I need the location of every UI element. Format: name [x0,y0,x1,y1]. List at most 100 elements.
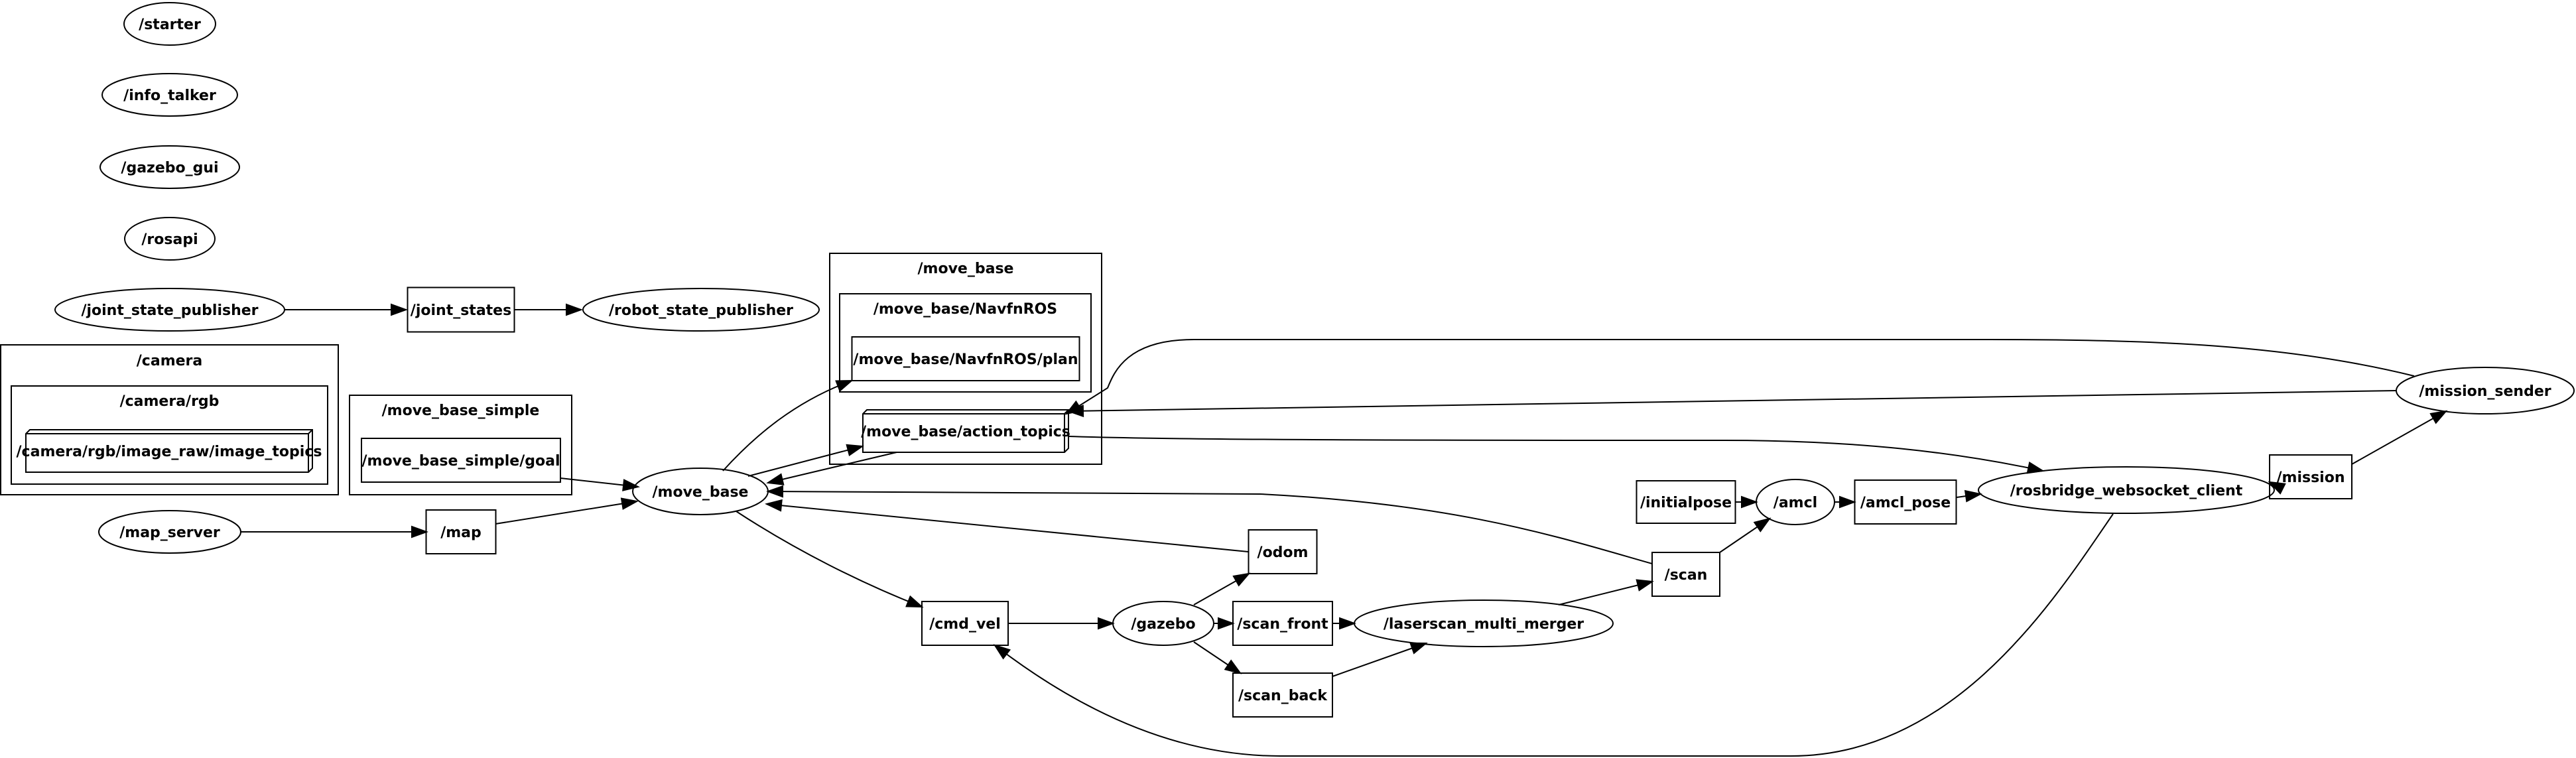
arrowhead [1066,405,1084,418]
node-laserscan-merger[interactable]: /laserscan_multi_merger [1354,600,1614,647]
arrowhead [835,379,854,393]
node-scan[interactable]: /scan [1651,552,1720,597]
node-box [407,286,515,333]
node-box [425,509,497,554]
node-label: /gazebo_gui [121,160,218,176]
node-mission-sender[interactable]: /mission_sender [2396,367,2575,414]
edge-action-topics-to-rosbridge [1068,436,2045,474]
node-mission[interactable]: /mission [2269,454,2352,499]
node-label: /starter [139,17,201,33]
edge-line [1068,390,2398,412]
edge-line [495,501,637,525]
cluster-label: /move_base/NavfnROS [873,301,1057,318]
node-box [1636,480,1736,524]
node-label: /scan [1665,567,1708,584]
node-label: /move_base/NavfnROS/plan [853,351,1078,368]
node-gazebo-gui[interactable]: /gazebo_gui [99,145,240,189]
node-rosapi[interactable]: /rosapi [124,217,216,261]
node-scan-front[interactable]: /scan_front [1232,601,1333,646]
arrowhead [1224,659,1242,674]
edge-line [767,491,1653,564]
edge-joint-states-to-robot-state-publisher [515,303,583,316]
node-amcl-pose[interactable]: /amcl_pose [1854,479,1957,525]
arrowhead [411,525,428,538]
edge-scan-to-amcl [1719,517,1771,553]
node-ellipse [2396,367,2575,414]
nodes-layer: /starter/info_talker/gazebo_gui/rosapi/j… [17,2,2575,718]
edge-line [722,380,852,472]
node-rosbridge[interactable]: /rosbridge_websocket_client [1978,466,2275,514]
cluster-frame [829,253,1102,465]
node-label: /rosbridge_websocket_client [2010,483,2243,499]
node-box [1232,601,1333,646]
node-move-base-node[interactable]: /move_base [632,468,769,515]
edge-line [736,511,923,607]
node-box [361,438,561,483]
node-ellipse [99,145,240,189]
node-label: /camera/rgb/image_raw/image_topics [17,444,322,460]
cluster-frame [839,293,1092,393]
node-ellipse [123,2,216,46]
node-amcl[interactable]: /amcl [1756,479,1835,525]
node-action-topics[interactable]: /move_base/action_topics [861,409,1070,453]
node-ellipse [98,510,241,554]
node-label: /move_base/action_topics [861,424,1070,440]
node-info-talker[interactable]: /info_talker [101,73,238,117]
edge-initialpose-to-amcl [1735,495,1758,509]
node-label: /scan_back [1238,688,1328,704]
node-ellipse [632,468,769,515]
node-joint-states[interactable]: /joint_states [407,286,515,333]
node-map[interactable]: /map [425,509,497,554]
arrowhead [620,497,639,510]
arrowhead [1636,579,1654,592]
node-label: /mission_sender [2419,383,2551,400]
node-box [1248,529,1318,574]
edge-line [994,513,2114,757]
edge-move-base-node-to-action-topics [747,444,864,477]
cluster-frame [0,344,339,495]
node-label: /scan_front [1237,616,1328,633]
node-box [1651,552,1720,597]
edge-line [1066,339,2415,414]
arrowhead [1741,495,1758,509]
edge-mission-to-mission-sender [2351,410,2448,465]
arrowhead [846,444,864,456]
edges-layer [241,303,2448,757]
edge-gazebo-to-scan-front [1214,617,1235,630]
node-label: /gazebo [1131,616,1195,633]
edge-rosbridge-to-action-topics [1066,390,2398,418]
node-label: /joint_states [411,302,511,319]
edge-line [766,503,1249,552]
edge-scan-to-move-base-node [766,485,1653,564]
node-gazebo[interactable]: /gazebo [1112,601,1214,646]
node-map-server[interactable]: /map_server [98,510,241,554]
node-simple-goal[interactable]: /move_base_simple/goal [361,438,561,483]
node-scan-back[interactable]: /scan_back [1232,672,1333,718]
arrowhead [1839,495,1856,509]
arrowhead [1964,489,1982,503]
node-robot-state-publisher[interactable]: /robot_state_publisher [582,288,820,332]
node-initialpose[interactable]: /initialpose [1636,480,1736,524]
node-box3d-edge [1064,409,1069,414]
node-image-topics[interactable]: /camera/rgb/image_raw/image_topics [17,429,322,473]
node-label: /initialpose [1640,495,1732,511]
edge-amcl-pose-to-rosbridge [1956,489,1982,503]
node-starter[interactable]: /starter [123,2,216,46]
arrowhead [566,303,583,316]
cluster-label: /camera/rgb [120,393,220,410]
node-box [1854,479,1957,525]
edge-line [1558,581,1653,605]
edge-line [1068,436,2043,472]
node-navfn-plan[interactable]: /move_base/NavfnROS/plan [851,336,1080,381]
edge-move-base-node-to-navfn-plan [722,379,854,472]
node-ellipse [101,73,238,117]
arrowhead [1232,572,1251,587]
node-ellipse [1978,466,2275,514]
cluster-camera: /camera [0,344,339,495]
node-ellipse [124,217,216,261]
node-cmd-vel[interactable]: /cmd_vel [921,601,1009,646]
node-odom[interactable]: /odom [1248,529,1318,574]
node-joint-state-publisher[interactable]: /joint_state_publisher [54,288,285,332]
node-box [1232,672,1333,718]
edge-move-base-node-to-cmd-vel [736,511,924,608]
